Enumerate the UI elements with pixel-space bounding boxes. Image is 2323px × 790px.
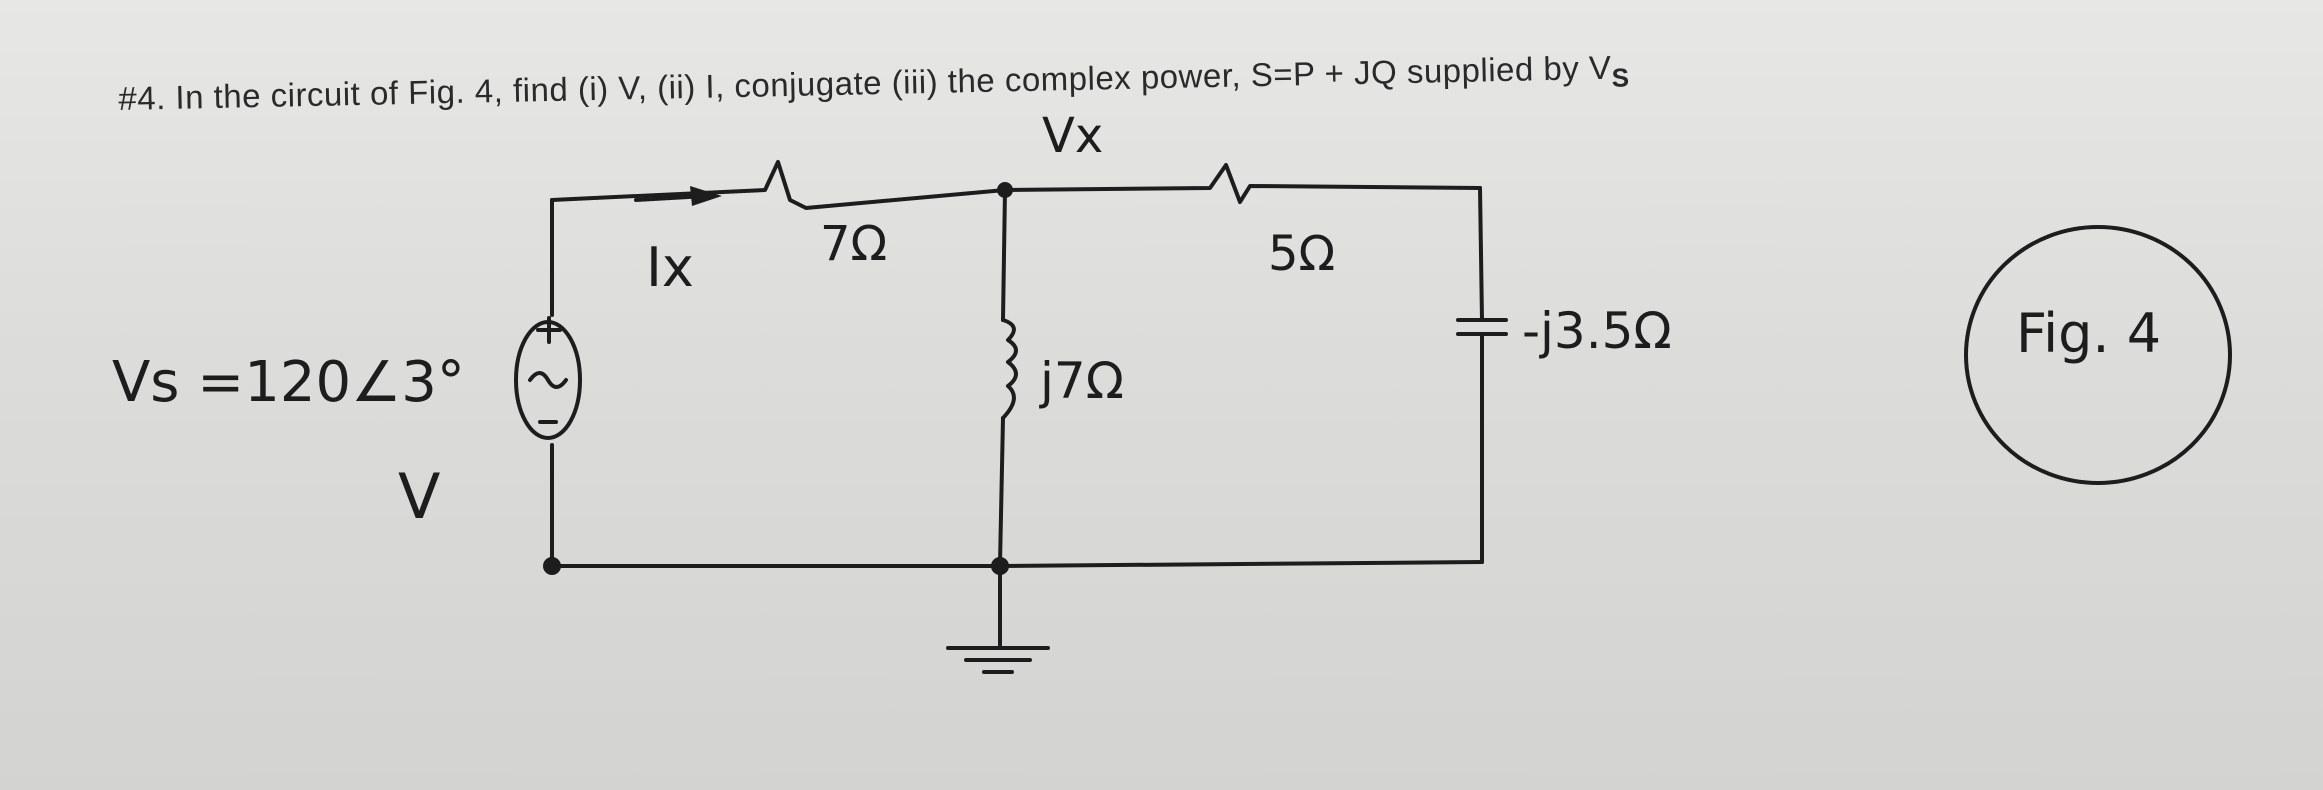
right-wire [1478, 186, 1484, 564]
resistor-7-label: 7Ω [820, 216, 888, 272]
resistor-5-ohm [1003, 163, 1482, 204]
resistor-7-ohm [550, 160, 1007, 210]
capacitor-symbol [1456, 318, 1508, 350]
source-label: Vs =120∠3° [112, 350, 465, 415]
source-plus [536, 316, 562, 344]
bottom-wire [550, 560, 1484, 568]
node-bottom-middle [991, 557, 1009, 575]
source-tilde [528, 371, 568, 389]
figure-circle [1964, 225, 2232, 485]
node-bottom-left [543, 557, 561, 575]
ix-label: Ix [646, 236, 694, 299]
node-top [997, 182, 1013, 198]
inductor-symbol [1001, 318, 1018, 420]
vx-label: Vx [1042, 108, 1104, 164]
ground-symbol [946, 564, 1050, 674]
resistor-5-label: 5Ω [1268, 226, 1336, 282]
middle-wire [998, 188, 1007, 566]
capacitor-label: -j3.5Ω [1522, 302, 1672, 360]
source-unit-label: V [398, 460, 441, 533]
current-arrow-head [690, 186, 722, 206]
inductor-label: j7Ω [1040, 352, 1124, 410]
figure-label: Fig. 4 [2016, 302, 2162, 365]
